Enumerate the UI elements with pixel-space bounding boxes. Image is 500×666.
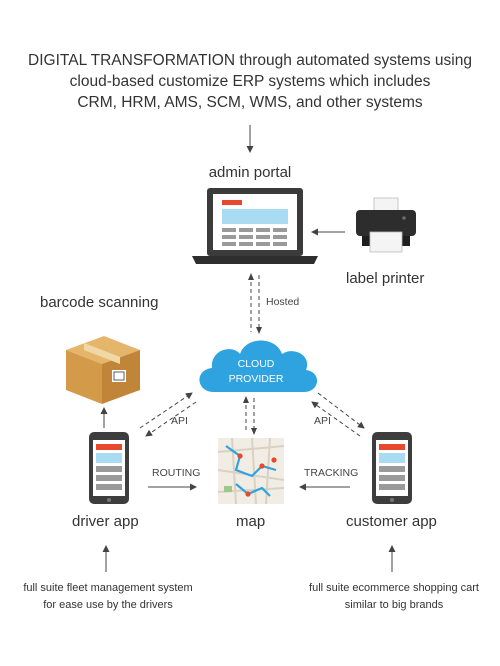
cloud-icon [199,340,318,392]
title-line-2: cloud-based customize ERP systems which … [69,73,431,90]
cloud-label-line-1: CLOUD [237,358,275,370]
hosted-label: Hosted [266,296,300,308]
driver-note-line-1: full suite fleet management system [23,582,193,594]
label-printer-label: label printer [346,270,425,287]
laptop-icon [192,188,318,264]
driver-app-label: driver app [72,513,139,530]
routing-label: ROUTING [152,467,201,479]
map-label: map [236,513,266,530]
cloud-provider-label: CLOUD PROVIDER [210,357,302,387]
customer-app-label: customer app [346,513,437,530]
tracking-label: TRACKING [304,467,359,479]
api-left-label: API [171,415,188,427]
customer-phone-icon [372,432,412,504]
cloud-map-link [243,396,257,435]
driver-note-line-2: for ease use by the drivers [43,599,173,611]
title-line-3: CRM, HRM, AMS, SCM, WMS, and other syste… [77,94,423,111]
customer-note-line-1: full suite ecommerce shopping cart [309,582,479,594]
api-right-label: API [314,415,331,427]
api-right-link [311,392,365,437]
title-line-1: DIGITAL TRANSFORMATION through automated… [28,52,472,69]
cloud-label-line-2: PROVIDER [228,373,284,385]
driver-phone-icon [89,432,129,504]
hosted-link [248,273,262,334]
map-icon [217,437,285,505]
customer-note: full suite ecommerce shopping cart simil… [294,580,494,614]
box-icon [66,336,140,404]
barcode-scanning-label: barcode scanning [40,294,159,311]
customer-note-line-2: similar to big brands [344,599,444,611]
admin-portal-label: admin portal [208,164,292,181]
printer-icon [356,197,416,253]
driver-note: full suite fleet management system for e… [10,580,206,614]
diagram-title: DIGITAL TRANSFORMATION through automated… [0,50,500,113]
api-left-link [139,392,197,437]
